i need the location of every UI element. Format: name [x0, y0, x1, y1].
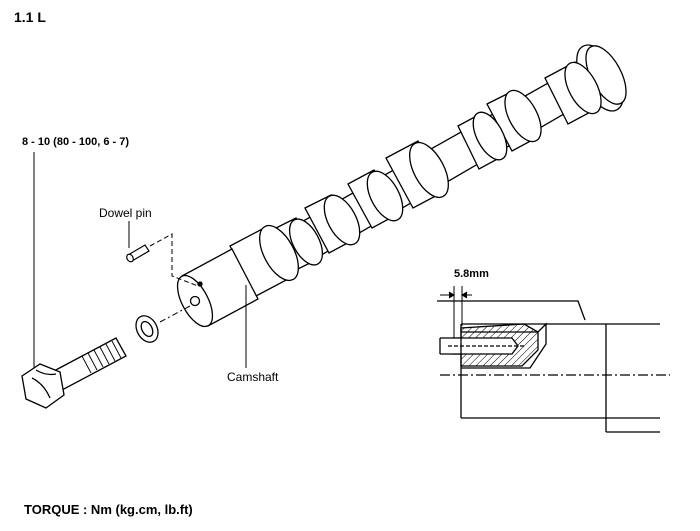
journal [385, 140, 449, 209]
camshaft-nose [176, 248, 259, 328]
cam-lobe [544, 61, 602, 125]
dimension-label: 5.8mm [454, 268, 489, 280]
dowel-hole [197, 281, 203, 287]
dimension-markers [440, 286, 472, 338]
front-journal [229, 224, 299, 297]
engine-size-label: 1.1 L [14, 9, 46, 25]
camshaft-label: Camshaft [227, 370, 279, 384]
dowel-detail-section [437, 300, 670, 433]
camshaft-body [176, 44, 627, 328]
cam-lobe [271, 217, 324, 272]
cam-lobe [347, 169, 404, 229]
dowel-pin-label: Dowel pin [99, 206, 152, 220]
cam-lobe [457, 111, 508, 170]
torque-units-label: TORQUE : Nm (kg.cm, lb.ft) [24, 502, 193, 517]
dowel-pin [126, 244, 150, 263]
bolt-torque-label: 8 - 10 (80 - 100, 6 - 7) [22, 136, 129, 148]
washer [135, 315, 159, 343]
bolt-hole [189, 295, 201, 307]
bolt [21, 337, 127, 409]
cam-lobe [304, 194, 361, 254]
